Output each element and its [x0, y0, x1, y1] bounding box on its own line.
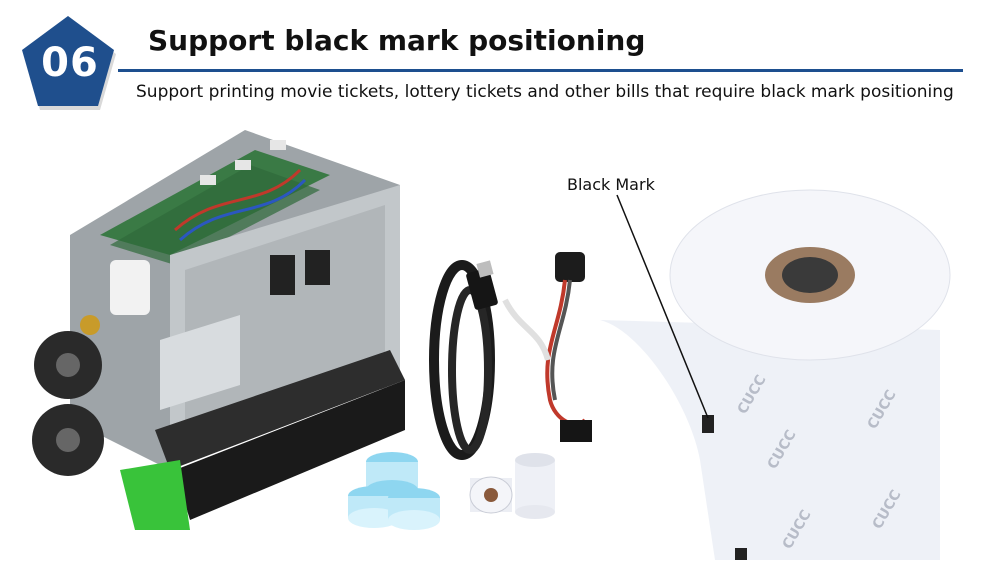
page-subtitle: Support printing movie tickets, lottery … — [136, 82, 954, 102]
usb-cable-image — [429, 260, 498, 460]
badge-number: 06 — [41, 40, 99, 86]
number-badge — [22, 16, 116, 110]
paper-roll-image: CUCC CUCC CUCC CUCC CUCC — [600, 189, 951, 560]
sensor-cable-image — [502, 252, 592, 442]
label-rolls-image — [348, 452, 440, 530]
page-title: Support black mark positioning — [148, 24, 646, 57]
title-divider — [118, 69, 963, 72]
black-mark-label: Black Mark — [567, 175, 655, 194]
paper-rolls-image — [469, 453, 555, 519]
printer-mechanism-image — [32, 130, 405, 530]
